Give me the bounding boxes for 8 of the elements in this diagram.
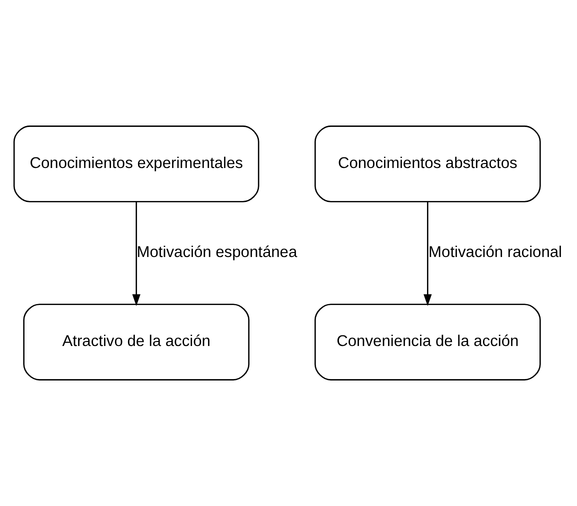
arrow xyxy=(424,202,432,306)
node-box: Atractivo de la acción xyxy=(23,304,250,380)
node-box: Conveniencia de la acción xyxy=(314,304,541,380)
node-box: Conocimientos abstractos xyxy=(314,126,541,202)
edge-label: Motivación espontánea xyxy=(136,244,298,262)
arrow xyxy=(132,202,140,306)
edge-label: Motivación racional xyxy=(428,244,562,262)
node-box: Conocimientos experimentales xyxy=(13,126,260,202)
